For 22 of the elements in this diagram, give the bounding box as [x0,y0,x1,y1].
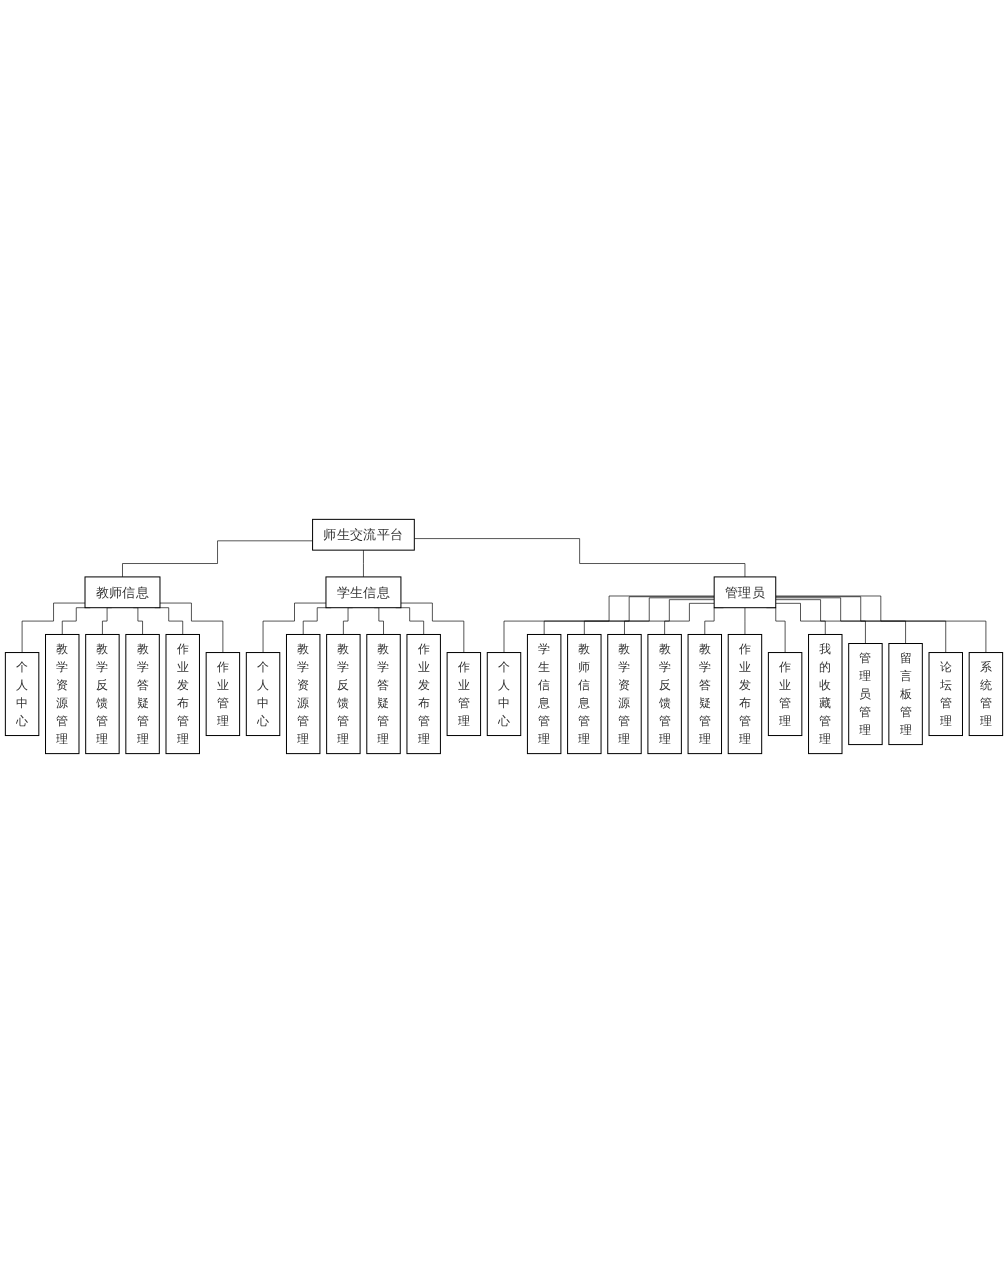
connector [775,595,987,653]
connector [262,602,327,653]
connector [664,602,715,635]
connector [343,606,354,635]
connector [543,595,715,635]
connector [503,595,715,653]
connector [413,537,746,577]
connector [775,595,947,653]
connector [132,606,143,635]
connector [744,606,746,635]
connector [21,602,86,653]
connector [373,606,384,635]
connector [775,598,866,644]
connector [363,549,364,577]
connector [624,598,715,635]
connector [122,540,313,577]
connector [775,602,826,635]
connector [584,597,715,635]
connector [400,602,465,653]
connector [159,602,224,653]
connector [102,606,113,635]
connector [775,597,906,644]
